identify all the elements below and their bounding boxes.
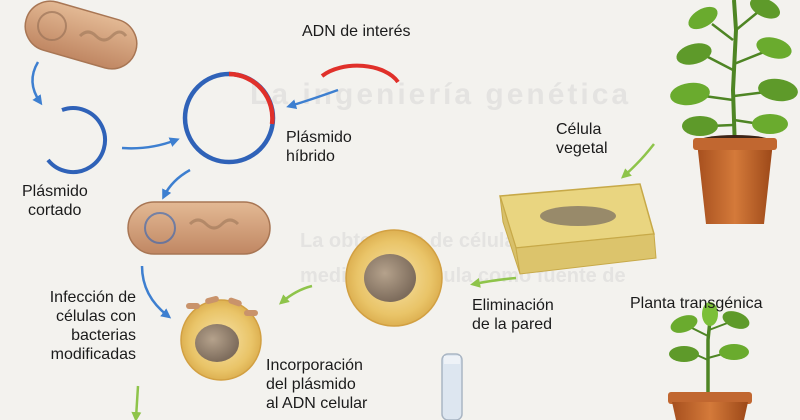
label-line: vegetal xyxy=(556,140,608,157)
label-celula-vegetal: Célula vegetal xyxy=(556,120,608,158)
cut-plasmid xyxy=(46,106,108,175)
arrow-dna-to-hybrid xyxy=(286,88,339,110)
arrow-to-plant-cell xyxy=(620,143,655,179)
label-line: bacterias xyxy=(71,327,136,344)
plant-cell xyxy=(499,183,657,275)
label-plasmido-cortado: Plásmido cortado xyxy=(22,182,88,220)
label-line: modificadas xyxy=(50,346,136,363)
arrow-to-bacterium-2 xyxy=(162,168,191,200)
bacterium-top xyxy=(24,0,138,70)
infected-cell xyxy=(180,295,262,381)
hybrid-plasmid xyxy=(182,71,276,165)
label-line: de la pared xyxy=(472,316,553,333)
label-eliminacion: Eliminación de la pared xyxy=(472,296,554,334)
label-line: Plásmido xyxy=(22,183,88,200)
bacterium-modified xyxy=(127,201,271,255)
arrow-to-hybrid-plasmid xyxy=(121,137,180,150)
label-plasmido-hibrido: Plásmido híbrido xyxy=(286,128,352,166)
arrow-to-infected-cell xyxy=(140,265,172,319)
arrow-to-protoplast xyxy=(470,276,517,288)
protoplast-cell xyxy=(345,229,443,327)
label-line: del plásmido xyxy=(266,376,356,393)
label-line: Eliminación xyxy=(472,297,554,314)
label-line: Plásmido xyxy=(286,129,352,146)
plant-top xyxy=(670,0,798,224)
label-line: Célula xyxy=(556,121,602,138)
label-line: células con xyxy=(55,308,136,325)
label-incorporacion: Incorporación del plásmido al ADN celula… xyxy=(266,356,367,413)
label-line: Infección de xyxy=(49,289,136,306)
label-line: híbrido xyxy=(286,148,335,165)
background-heading: La ingeniería genética xyxy=(250,78,632,111)
test-tube xyxy=(441,353,463,420)
dna-fragment xyxy=(320,63,400,84)
label-line: cortado xyxy=(28,202,82,219)
label-line: Incorporación xyxy=(266,357,363,374)
label-adn-interes: ADN de interés xyxy=(302,23,411,40)
arrow-down-green xyxy=(131,385,142,420)
label-line: al ADN celular xyxy=(266,395,368,412)
arrow-to-cut-plasmid xyxy=(31,61,43,106)
label-planta-transgenica: Planta transgénica xyxy=(630,295,763,312)
plant-transgenic xyxy=(668,302,752,420)
arrow-to-infection xyxy=(278,284,313,305)
label-infeccion: Infección de células con bacterias modif… xyxy=(24,288,136,364)
